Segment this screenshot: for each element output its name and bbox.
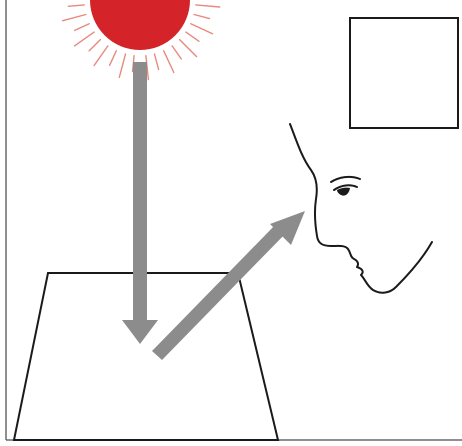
sun-ray xyxy=(110,51,117,66)
sun-ray xyxy=(194,15,209,19)
sun-disk xyxy=(90,0,190,50)
window-square xyxy=(350,18,458,128)
sun-ray xyxy=(75,32,95,46)
face-outline xyxy=(290,124,432,293)
sun-ray xyxy=(75,24,90,31)
sun-ray xyxy=(186,32,199,41)
sun-ray xyxy=(68,5,84,6)
sun-ray xyxy=(119,54,125,77)
reflected-ray-shaft xyxy=(152,222,288,360)
sun-ray xyxy=(63,15,86,21)
eye-icon xyxy=(337,188,350,196)
face-profile-icon xyxy=(290,124,432,293)
sun-ray xyxy=(180,40,197,57)
sun-ray xyxy=(191,24,213,34)
sun-ray xyxy=(196,5,220,7)
sun-ray xyxy=(89,40,100,51)
incoming-ray-head xyxy=(122,320,158,344)
sun-ray xyxy=(155,54,159,69)
eyebrow xyxy=(331,177,360,182)
sun-ray xyxy=(164,51,174,73)
incoming-ray-shaft xyxy=(133,62,147,324)
sun-ray xyxy=(94,46,108,66)
sun-ray xyxy=(172,46,181,59)
frame xyxy=(6,0,462,440)
arrow-up-right-icon xyxy=(152,211,305,360)
arrow-down-icon xyxy=(122,62,158,344)
